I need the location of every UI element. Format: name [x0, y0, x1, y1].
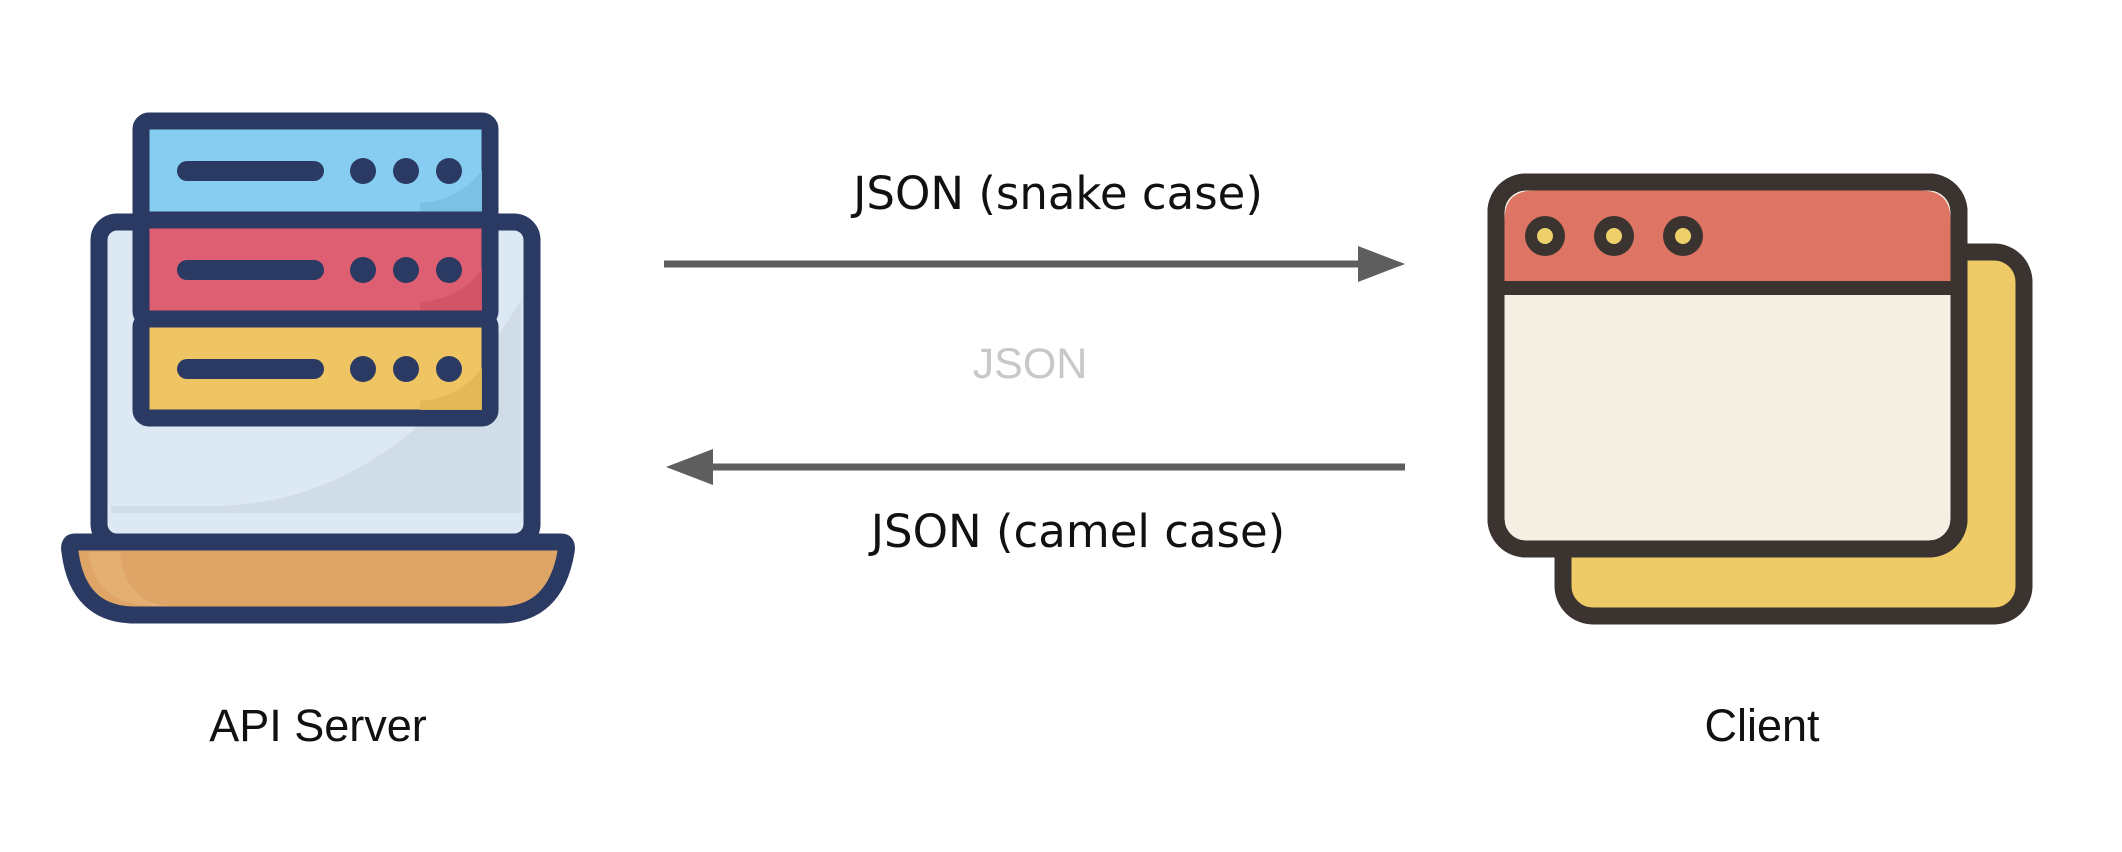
front-window — [1487, 173, 1968, 558]
browser-windows-icon — [1487, 173, 2033, 625]
rack-unit-blue — [132, 112, 499, 229]
arrow-server-to-client — [664, 246, 1405, 282]
response-edge-label: JSON (camel case) — [870, 505, 1286, 558]
request-edge-label: JSON (snake case) — [853, 167, 1263, 220]
middle-edge-label: JSON — [972, 340, 1088, 388]
server-stack-icon — [61, 112, 575, 624]
client-label: Client — [1704, 700, 1820, 751]
window-control-dots — [1525, 216, 1703, 256]
rack-unit-yellow — [132, 310, 499, 427]
rack-unit-red — [132, 211, 499, 328]
api-server-label: API Server — [209, 700, 427, 751]
laptop-base — [61, 533, 575, 624]
arrow-client-to-server — [666, 449, 1405, 485]
